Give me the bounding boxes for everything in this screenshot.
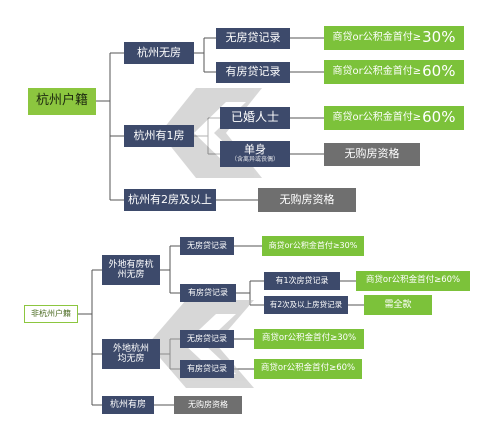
node-single: 单身 （含离异或丧偶） [220,141,290,167]
node-no-loan-record-a: 无房贷记录 [180,237,234,255]
node-no-loan-record-b: 无房贷记录 [180,330,234,348]
result-60-prefix: 商贷or公积金首付≥ [332,66,422,78]
result-married-value: 60% [422,108,456,127]
result-married-down-payment-60: 商贷or公积金首付≥60% [324,106,464,130]
node-nonlocal-house-no-hangzhou: 外地有房杭 州无房 [102,255,160,285]
node-has-loan-record: 有房贷记录 [216,62,290,83]
result-down-payment-30: 商贷or公积金首付≥30% [324,26,464,50]
result-all-none-down-payment-60: 商贷or公积金首付≥60% [254,359,362,379]
node-first-loan-record: 有1次房贷记录 [264,272,340,290]
node-hangzhou-no-house: 杭州无房 [124,42,194,64]
node-nonlocal-all-no-house: 外地杭州 均无房 [102,339,160,369]
node-hangzhou-two-plus-houses: 杭州有2房及以上 [124,189,216,211]
node-no-loan-record: 无房贷记录 [216,28,290,49]
root-hangzhou-hukou: 杭州户籍 [28,88,96,115]
result-married-prefix: 商贷or公积金首付≥ [332,112,422,124]
nonlocal-all-none-line2: 均无房 [117,354,145,364]
result-60-value: 60% [422,62,456,81]
result-30-prefix: 商贷or公积金首付≥ [332,32,422,44]
nonlocal-no-house-line2: 州无房 [117,270,145,280]
node-hangzhou-one-house: 杭州有1房 [124,125,194,147]
nonlocal-all-none-line1: 外地杭州 [112,343,149,354]
node-has-loan-record-b: 有房贷记录 [180,360,234,378]
result-full-payment: 需全款 [364,295,432,315]
result-single-no-qualification: 无购房资格 [324,143,420,166]
result-30-value: 30% [422,28,456,47]
node-second-loan-record: 有2次及以上房贷记录 [264,296,348,314]
result-hangzhou-has-house-no-qualification: 无购房资格 [174,396,242,414]
result-down-payment-60: 商贷or公积金首付≥60% [324,60,464,84]
result-all-none-down-payment-30: 商贷or公积金首付≥30% [254,329,364,349]
single-label: 单身 [244,142,266,156]
node-has-loan-record-a: 有房贷记录 [180,284,236,302]
node-hangzhou-has-house: 杭州有房 [102,396,154,414]
nonlocal-no-house-line1: 外地有房杭 [108,259,154,270]
result-nonlocal-first-loan-60: 商贷or公积金首付≥60% [356,271,470,291]
result-nonlocal-down-payment-30: 商贷or公积金首付≥30% [262,236,364,256]
node-married: 已婚人士 [220,107,290,129]
single-note: （含离异或丧偶） [230,156,279,164]
result-two-plus-no-qualification: 无购房资格 [258,188,356,212]
root-non-hangzhou-hukou: 非杭州户籍 [24,305,78,323]
